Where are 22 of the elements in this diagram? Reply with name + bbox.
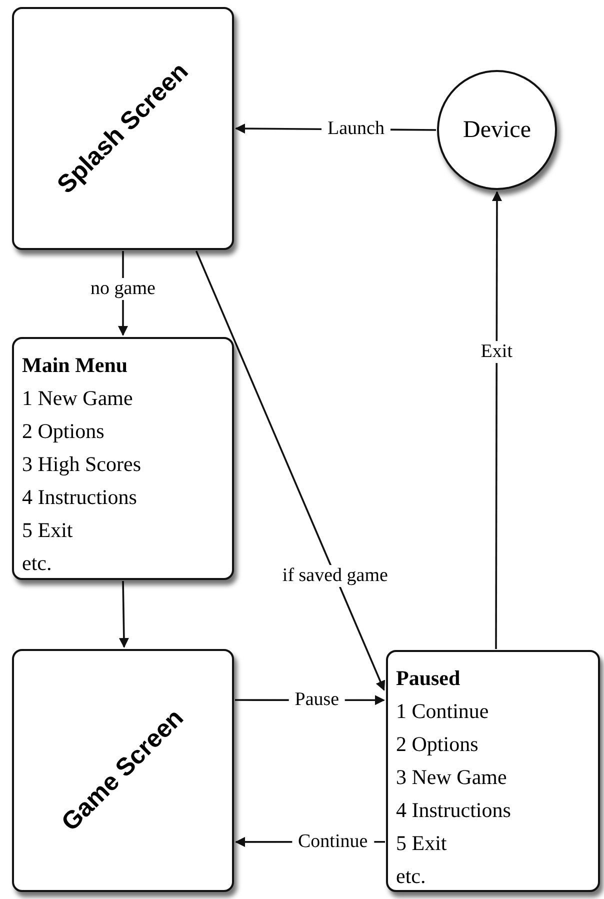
- arrow: [492, 191, 502, 649]
- menu-item: 2 Options: [22, 418, 104, 445]
- arrow: [195, 250, 386, 691]
- menu-item: 5 Exit: [396, 830, 447, 857]
- menu-heading: Main Menu: [22, 352, 128, 379]
- menu-item: etc.: [22, 550, 52, 577]
- menu-item: 3 New Game: [396, 764, 507, 791]
- screen-box: [12, 7, 234, 250]
- menu-item: 5 Exit: [22, 517, 73, 544]
- menu-heading: Paused: [396, 665, 460, 692]
- menu-item: 1 New Game: [22, 385, 133, 412]
- menu-item: 4 Instructions: [22, 484, 137, 511]
- arrow: [118, 580, 129, 648]
- menu-item: 3 High Scores: [22, 451, 141, 478]
- menu-item: 4 Instructions: [396, 797, 511, 824]
- menu-item: 1 Continue: [396, 698, 489, 725]
- menu-box: [12, 337, 234, 580]
- state-label: Device: [463, 116, 531, 144]
- menu-box: [386, 650, 600, 892]
- menu-item: 2 Options: [396, 731, 478, 758]
- screen-box: [12, 649, 234, 892]
- menu-item: etc.: [396, 863, 426, 890]
